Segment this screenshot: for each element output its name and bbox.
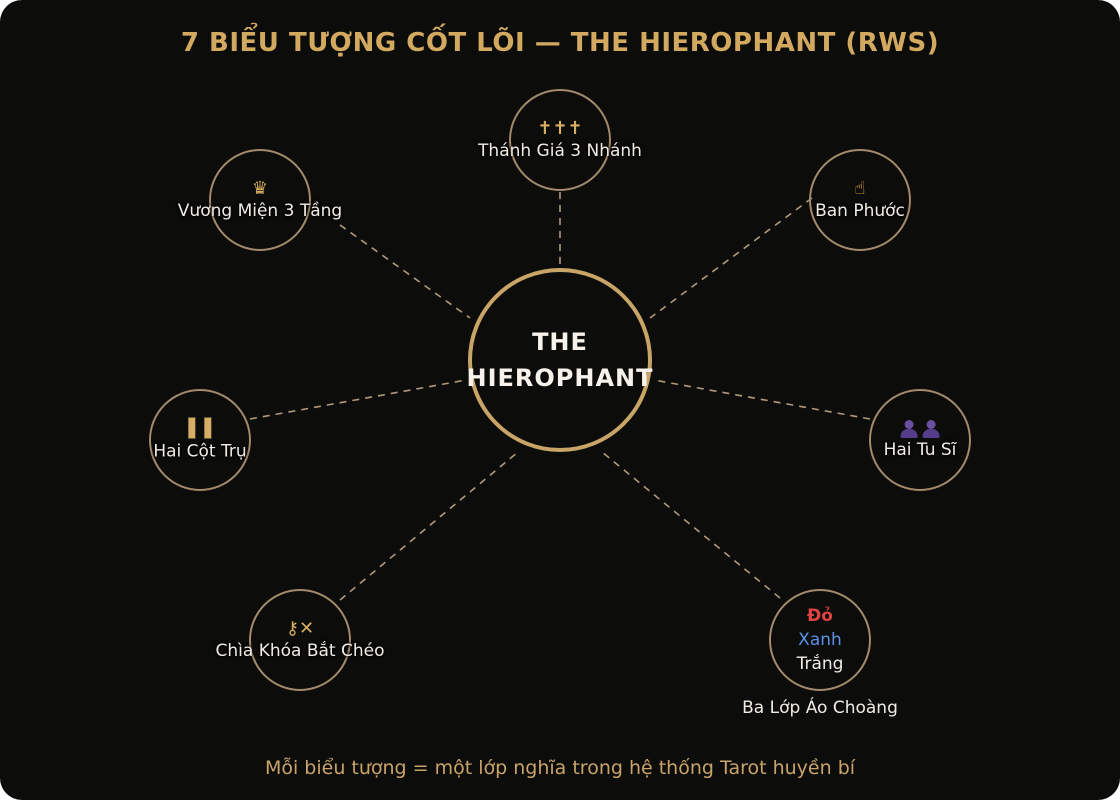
link-monks [653,379,871,420]
node-label-triple-cross: Thánh Giá 3 Nhánh [478,141,642,161]
crossed-keys-icon: ⚷✕ [285,618,315,639]
crown-icon: ♛ [251,178,269,199]
link-pillars [249,379,467,420]
link-blessing [649,197,813,319]
node-label-robes: Ba Lớp Áo Choàng [742,698,898,718]
pillars-icon [188,417,212,439]
center-label-line2: HIEROPHANT [466,364,654,392]
center-node: THE HIEROPHANT [467,268,653,452]
robe-blue-label: Xanh [798,630,842,650]
center-label: THE HIEROPHANT [460,324,660,396]
node-label-blessing: Ban Phước [815,201,905,221]
link-keys [339,451,519,601]
node-label-pillars: Hai Cột Trụ [153,441,247,462]
people-icon [900,419,940,439]
node-triple-cross: ✝✝✝ Thánh Giá 3 Nhánh [478,89,642,191]
robe-red-label: Đỏ [807,606,833,626]
robe-white-label: Trắng [796,654,844,674]
node-crown: ♛ Vương Miện 3 Tầng [178,149,342,251]
footer-caption: Mỗi biểu tượng = một lớp nghĩa trong hệ … [264,757,856,779]
diagram-title: 7 BIỂU TƯỢNG CỐT LÕI — THE HIEROPHANT (R… [180,28,940,58]
node-robes: Đỏ Xanh Trắng [769,589,871,691]
link-robes [601,451,781,599]
node-label-monks: Hai Tu Sĩ [883,440,957,460]
node-blessing: ☝ Ban Phước [809,149,911,251]
pointing-hand-icon: ☝ [854,178,866,199]
node-label-crossed-keys: Chìa Khóa Bắt Chéo [215,641,385,661]
triple-cross-icon: ✝✝✝ [537,118,583,139]
node-label-crown: Vương Miện 3 Tầng [177,201,343,221]
node-crossed-keys: ⚷✕ Chìa Khóa Bắt Chéo [216,589,385,691]
node-monks: Hai Tu Sĩ [869,389,971,491]
link-crown [339,224,471,319]
center-label-line1: THE [532,328,588,356]
node-pillars: Hai Cột Trụ [149,389,251,491]
